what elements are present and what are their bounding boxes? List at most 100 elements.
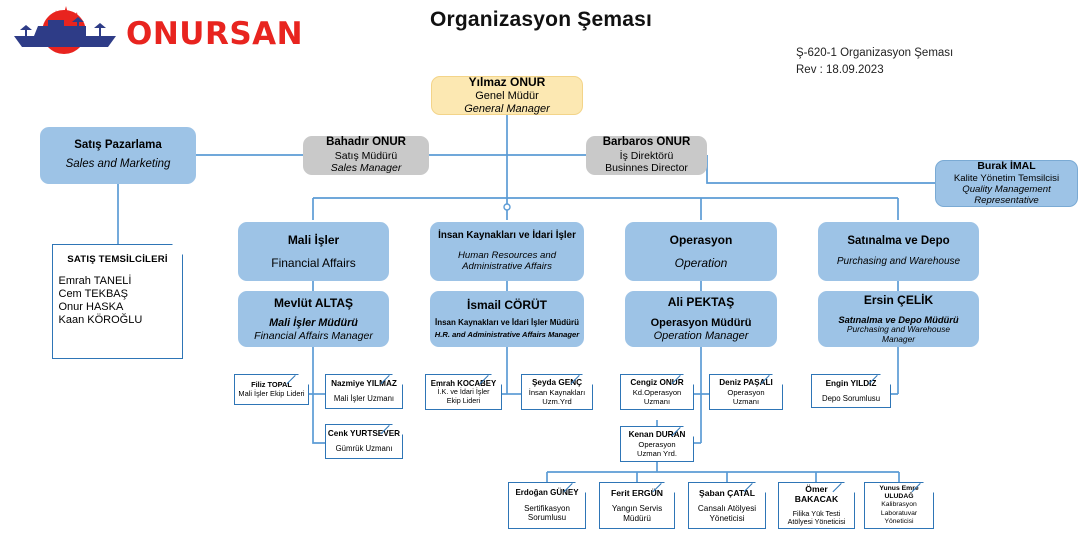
fin-mgr-title-en: Financial Affairs Manager [254, 329, 373, 342]
staff-name: Cenk YURTSEVER [327, 429, 401, 439]
pur-mgr-title-tr: Satınalma ve Depo Müdürü [838, 313, 959, 325]
staff-role: Mali İşler Ekip Lideri [238, 388, 305, 398]
bus-dir-title-en: Businnes Director [605, 162, 688, 175]
fin-dept-name-en: Financial Affairs [271, 255, 356, 270]
node-erdogan-guney[interactable]: Erdoğan GÜNEY Sertifikasyon Sorumlusu [508, 482, 586, 529]
node-yunus-emre-uludag[interactable]: Yunus Emre ULUDAĞ Kalibrasyon Laboratuva… [864, 482, 934, 529]
pur-mgr-title-en-1: Purchasing and Warehouse [846, 323, 951, 334]
node-filiz-topal[interactable]: Filiz TOPAL Mali İşler Ekip Lideri [234, 374, 309, 405]
fin-mgr-name: Mevlüt ALTAŞ [273, 295, 354, 310]
hr-mgr-title-tr: İnsan Kaynakları ve İdari İşler Müdürü [434, 317, 580, 327]
node-operation-manager[interactable]: Ali PEKTAŞ Operasyon Müdürü Operation Ma… [625, 291, 777, 347]
node-sales-marketing-department[interactable]: Satış Pazarlama Sales and Marketing [40, 127, 196, 184]
sales-representatives-panel[interactable]: SATIŞ TEMSİLCİLERİ Emrah TANELİ Cem TEKB… [52, 244, 183, 359]
node-saban-catal[interactable]: Şaban ÇATAL Cansalı Atölyesi Yöneticisi [688, 482, 766, 529]
ops-dept-name-en: Operation [674, 255, 728, 270]
node-quality-management-representative[interactable]: Burak İMAL Kalite Yönetim Temsilcisi Qua… [935, 160, 1078, 207]
ops-mgr-name: Ali PEKTAŞ [667, 295, 735, 310]
staff-name: Ferit ERGÜN [610, 487, 664, 498]
staff-role: Uzmanı [732, 396, 760, 406]
sales-rep-name: Onur HASKA [58, 300, 124, 313]
staff-name: Erdoğan GÜNEY [515, 488, 579, 498]
fold-corner-icon [381, 425, 399, 443]
node-operation-department[interactable]: Operasyon Operation [625, 222, 777, 281]
staff-name: Kenan DURAN [628, 429, 686, 439]
sales-dept-name-en: Sales and Marketing [65, 158, 171, 170]
node-general-manager[interactable]: Yılmaz ONUR Genel Müdür General Manager [431, 75, 583, 115]
pur-dept-name: Satınalma ve Depo [847, 234, 950, 247]
bus-dir-name: Barbaros ONUR [602, 136, 691, 149]
sales-reps-heading: SATIŞ TEMSİLCİLERİ [67, 254, 168, 265]
fold-corner-icon [381, 375, 399, 393]
staff-role: Uzman Yrd. [637, 448, 677, 458]
fin-mgr-title-tr: Mali İşler Müdürü [269, 317, 358, 330]
staff-role: Kd.Operasyon [632, 387, 682, 397]
node-kenan-duran[interactable]: Kenan DURAN Operasyon Uzman Yrd. [620, 426, 694, 462]
gm-name: Yılmaz ONUR [468, 75, 546, 90]
qmr-title-en-1: Quality Management [962, 184, 1051, 196]
staff-name: Emrah KOCABEY [430, 378, 497, 388]
sales-mgr-title-en: Sales Manager [330, 162, 402, 175]
staff-name: Filiz TOPAL [251, 379, 292, 389]
node-financial-affairs-department[interactable]: Mali İşler Financial Affairs [238, 222, 389, 281]
staff-role: Uzmanı [643, 396, 671, 406]
staff-role: Ekip Lideri [446, 395, 481, 405]
document-meta: Ş-620-1 Organizasyon Şeması Rev : 18.09.… [796, 45, 953, 80]
node-ferit-ergun[interactable]: Ferit ERGÜN Yangın Servis Müdürü [599, 482, 675, 529]
hr-dept-name-en-2: Administrative Affairs [462, 261, 552, 273]
staff-role: Laboratuvar [880, 509, 918, 517]
node-seyda-genc[interactable]: Şeyda GENÇ İnsan Kaynakları Uzm.Yrd [521, 374, 593, 410]
ship-flame-logo-icon [14, 6, 116, 54]
fold-corner-icon [744, 483, 762, 501]
ops-mgr-title-tr: Operasyon Müdürü [650, 316, 752, 329]
node-purchasing-warehouse-manager[interactable]: Ersin ÇELİK Satınalma ve Depo Müdürü Pur… [818, 291, 979, 347]
gm-title-tr: Genel Müdür [475, 89, 539, 102]
gm-title-en: General Manager [464, 102, 550, 115]
bus-dir-title-tr: İş Direktörü [619, 149, 674, 162]
staff-role: Sorumlusu [527, 513, 567, 523]
staff-name: Şeyda GENÇ [531, 377, 583, 387]
sales-mgr-title-tr: Satış Müdürü [334, 149, 398, 162]
node-engin-yildiz[interactable]: Engin YILDIZ Depo Sorumlusu [811, 374, 891, 408]
staff-role: Gümrük Uzmanı [335, 444, 393, 454]
pur-dept-name-en: Purchasing and Warehouse [836, 256, 961, 268]
qmr-name: Burak İMAL [977, 160, 1036, 173]
staff-role: Uzm.Yrd [542, 396, 572, 406]
node-cengiz-onur[interactable]: Cengiz ONUR Kd.Operasyon Uzmanı [620, 374, 694, 410]
staff-name: Şaban ÇATAL [698, 487, 756, 498]
staff-role: Yöneticisi [709, 513, 745, 523]
node-cenk-yurtsever[interactable]: Cenk YURTSEVER Gümrük Uzmanı [325, 424, 403, 459]
node-business-director[interactable]: Barbaros ONUR İş Direktörü Businnes Dire… [586, 136, 707, 175]
node-deniz-pasali[interactable]: Deniz PAŞALI Operasyon Uzmanı [709, 374, 783, 410]
pur-mgr-name: Ersin ÇELİK [863, 293, 934, 308]
staff-role: Yöneticisi [884, 517, 914, 525]
node-emrah-kocabey[interactable]: Emrah KOCABEY İ.K. ve İdari İşler Ekip L… [425, 374, 502, 410]
node-purchasing-warehouse-department[interactable]: Satınalma ve Depo Purchasing and Warehou… [818, 222, 979, 281]
staff-name: Nazmiye YILMAZ [331, 379, 397, 389]
node-financial-affairs-manager[interactable]: Mevlüt ALTAŞ Mali İşler Müdürü Financial… [238, 291, 389, 347]
node-nazmiye-yilmaz[interactable]: Nazmiye YILMAZ Mali İşler Uzmanı [325, 374, 403, 409]
hr-mgr-name: İsmail CÖRÜT [466, 297, 547, 312]
ops-mgr-title-en: Operation Manager [653, 329, 749, 342]
page-title: Organizasyon Şeması [429, 8, 653, 31]
document-revision: Rev : 18.09.2023 [796, 64, 884, 77]
fold-corner-icon [653, 483, 671, 501]
staff-role: Cansalı Atölyesi [697, 503, 757, 513]
fold-corner-icon [564, 483, 582, 501]
hr-dept-name-en-1: Human Resources and [457, 249, 557, 261]
fold-corner-icon [869, 375, 887, 393]
node-hr-admin-manager[interactable]: İsmail CÖRÜT İnsan Kaynakları ve İdari İ… [430, 291, 584, 347]
company-logo: ONURSAN [8, 4, 303, 64]
staff-role: İ.K. ve İdari İşler [437, 387, 490, 397]
node-omer-bakacak[interactable]: Ömer BAKACAK Filika Yük Testi Atölyesi Y… [778, 482, 855, 529]
staff-name: Cengiz ONUR [630, 377, 684, 387]
staff-name: Deniz PAŞALI [719, 377, 773, 387]
node-sales-manager[interactable]: Bahadır ONUR Satış Müdürü Sales Manager [303, 136, 429, 175]
logo-wordmark: ONURSAN [126, 16, 304, 52]
staff-role: Operasyon [727, 387, 765, 397]
node-hr-admin-department[interactable]: İnsan Kaynakları ve İdari İşler Human Re… [430, 222, 584, 281]
staff-name-2: BAKACAK [794, 494, 839, 505]
staff-role: Filika Yük Testi [792, 508, 841, 518]
staff-role: İnsan Kaynakları [528, 387, 586, 397]
